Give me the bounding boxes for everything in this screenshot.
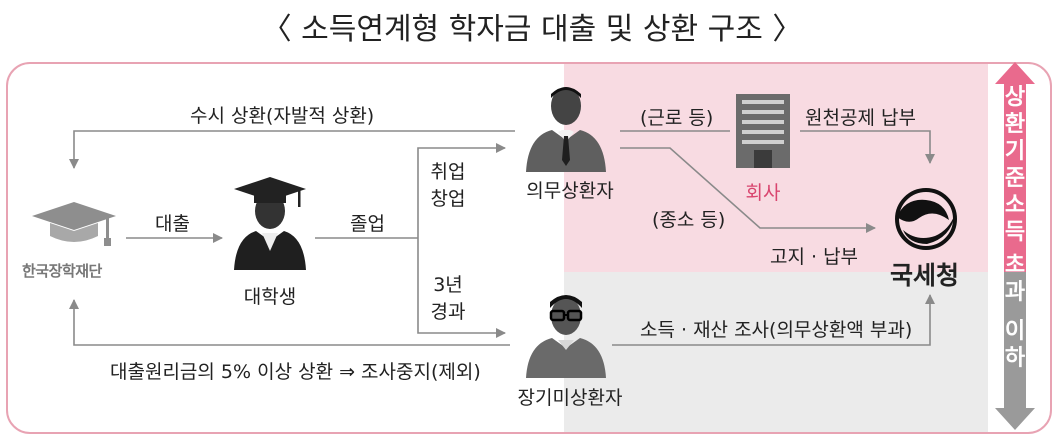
selfemployed-label: (종소 등) [652, 209, 726, 231]
selfemployed-arrow [620, 147, 876, 233]
employment-line1: 취업 [430, 161, 466, 183]
loan-label: 대출 [155, 213, 190, 235]
notice-payment-label: 고지 · 납부 [770, 246, 859, 268]
threshold-down-arrow [995, 272, 1035, 430]
businessman-icon [524, 80, 608, 176]
graduation-cap-logo-icon [30, 198, 118, 258]
graduation-label: 졸업 [350, 213, 385, 235]
three-years-line2: 경과 [430, 301, 466, 323]
suspension-arrow [69, 299, 510, 346]
graduate-person-icon [232, 175, 308, 274]
diagram-title: 〈 소득연계형 학자금 대출 및 상환 구조 〉 [261, 12, 803, 47]
student-label: 대학생 [243, 286, 297, 308]
longterm-nonrepayer-label: 장기미상환자 [517, 387, 623, 409]
kosaf-label: 한국장학재단 [22, 262, 102, 280]
threshold-up-arrow [995, 62, 1035, 272]
investigation-arrow [612, 294, 935, 346]
diagram-frame [6, 62, 1052, 434]
withholding-arrow [800, 130, 935, 164]
below-threshold-zone [564, 272, 988, 432]
employment-line2: 창업 [430, 188, 466, 210]
voluntary-repayment-label: 수시 상환(자발적 상환) [190, 105, 375, 127]
withholding-label: 원천공제 납부 [805, 107, 916, 129]
obligated-repayer-label: 의무상환자 [526, 180, 614, 202]
three-years-arrow [417, 238, 506, 338]
labor-label: (근로 등) [640, 107, 714, 129]
three-years-line1: 3년 [433, 274, 463, 296]
voluntary-repayment-arrow [69, 130, 515, 169]
nts-emblem-icon [893, 186, 959, 256]
nts-label: 국세청 [890, 261, 960, 290]
person-with-glasses-icon [524, 290, 608, 382]
employment-label: 취업 창업 [428, 157, 468, 211]
employment-arrow [417, 143, 506, 238]
company-label: 회사 [745, 182, 781, 204]
investigation-label: 소득 · 재산 조사(의무상환액 부과) [640, 319, 913, 341]
suspension-label: 대출원리금의 5% 이상 상환 ⇒ 조사중지(제외) [110, 361, 481, 383]
office-building-icon [736, 94, 790, 172]
three-years-label: 3년 경과 [428, 270, 468, 324]
